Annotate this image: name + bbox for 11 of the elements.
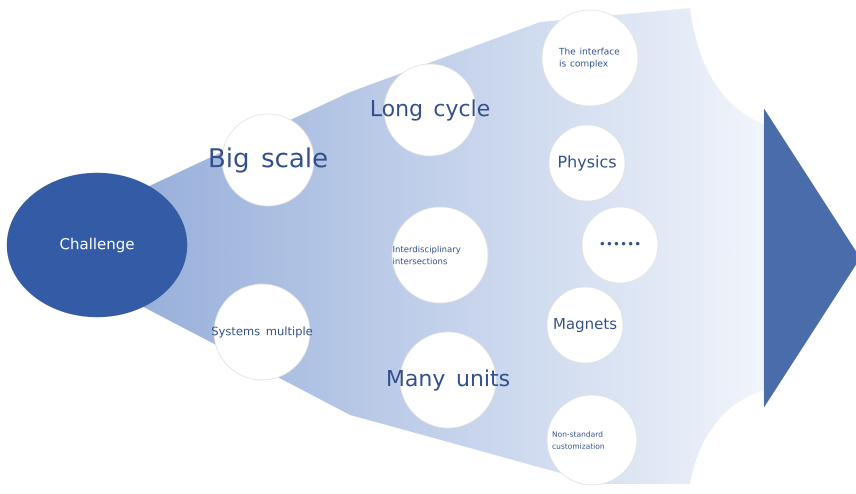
- circle-node: Long cycle: [372, 64, 490, 156]
- circle-node: Magnets: [546, 286, 624, 364]
- circle-node: The interface is complex: [542, 10, 638, 106]
- circle-node: Many units: [388, 332, 510, 428]
- circle-node: Interdisciplinary intersections: [392, 206, 488, 304]
- circle-node: Physics: [548, 124, 626, 202]
- circle-node: Systems multiple: [212, 284, 312, 380]
- circle-node: Big scale: [210, 114, 327, 206]
- big-arrowhead: [764, 108, 856, 408]
- circle-node: ••••••: [582, 206, 658, 284]
- ellipse-node: Challenge: [6, 172, 188, 318]
